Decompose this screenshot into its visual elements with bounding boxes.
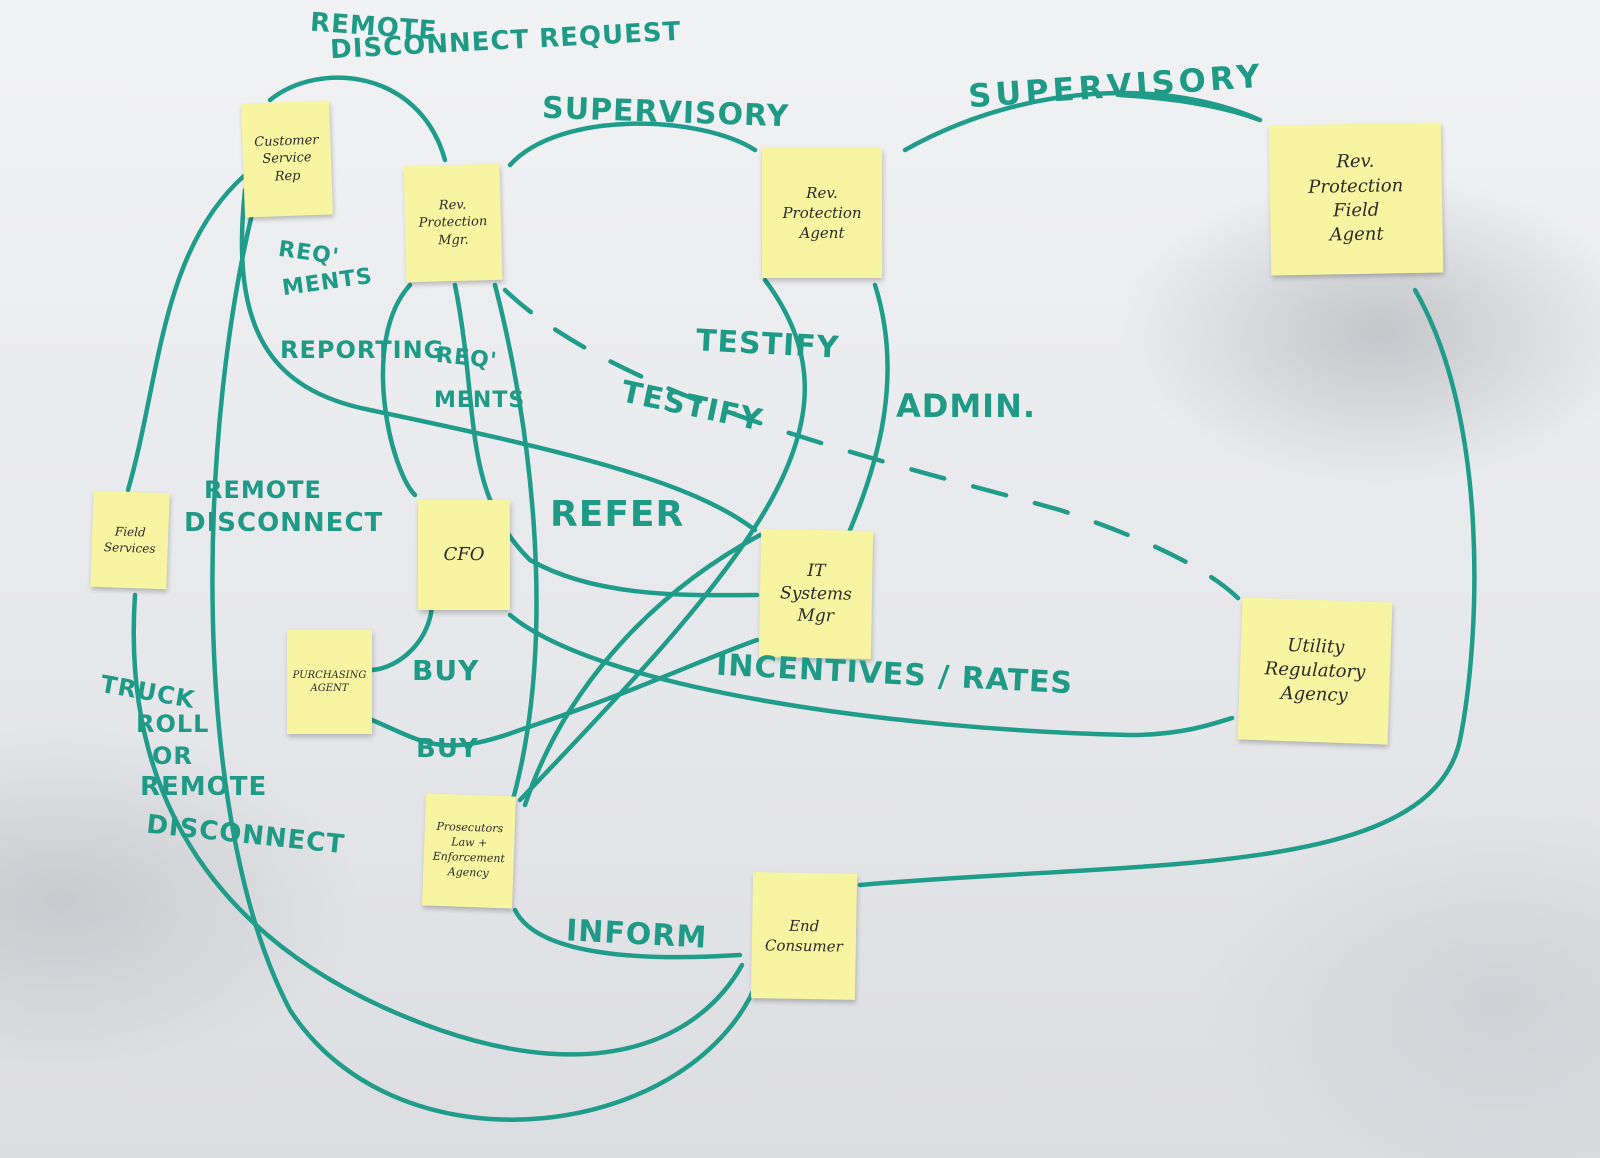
note-line: Law +: [451, 835, 488, 850]
edge-mgr-it: [452, 282, 760, 598]
edge-field-services-csr: [125, 172, 248, 493]
label-reqments-mid-2: MENTS: [434, 388, 526, 413]
note-line: Protection: [782, 203, 862, 222]
label-remote-disconnect-1: REMOTE: [204, 476, 322, 504]
label-refer: REFER: [550, 494, 685, 535]
note-rev-protection-mgr[interactable]: Rev. Protection Mgr.: [403, 163, 503, 283]
note-line: Protection: [418, 214, 488, 232]
edge-admin: [847, 282, 890, 533]
note-prosecutors[interactable]: Prosecutors Law + Enforcement Agency: [422, 793, 516, 909]
note-line: Agency: [447, 865, 489, 880]
note-end-consumer[interactable]: End Consumer: [750, 872, 858, 1000]
note-utility-regulatory-agency[interactable]: Utility Regulatory Agency: [1237, 597, 1393, 745]
note-line: PURCHASING: [292, 669, 367, 681]
note-line: Rev.: [1336, 151, 1375, 173]
note-customer-service-rep[interactable]: Customer Service Rep: [241, 100, 333, 218]
note-it-systems-mgr[interactable]: IT Systems Mgr: [758, 529, 874, 659]
note-line: Consumer: [764, 936, 843, 956]
note-line: Regulatory: [1264, 658, 1366, 683]
note-line: Protection: [1308, 174, 1404, 198]
label-supervisory-left: SUPERVISORY: [541, 90, 790, 135]
label-inform: INFORM: [565, 913, 709, 956]
edge-testify-dashed: [502, 287, 1243, 603]
label-remote-disconnect-2: DISCONNECT: [184, 508, 384, 538]
label-reporting: REPORTING: [280, 336, 445, 364]
note-line: Enforcement: [432, 849, 506, 866]
note-line: Services: [103, 540, 156, 556]
note-line: Mgr.: [437, 232, 469, 249]
note-line: CFO: [443, 543, 485, 565]
note-field-services[interactable]: Field Services: [90, 490, 170, 590]
note-cfo[interactable]: CFO: [418, 500, 510, 610]
note-line: IT: [807, 560, 826, 581]
note-rev-protection-field-agent[interactable]: Rev. Protection Field Agent: [1268, 122, 1444, 276]
note-line: Agent: [1329, 223, 1384, 246]
edge-incentives-rates: [507, 612, 1235, 738]
edge-buy-lower: [369, 637, 760, 748]
note-line: AGENT: [310, 683, 349, 694]
edge-remote-disconnect: [210, 187, 763, 1122]
label-admin: ADMIN.: [896, 387, 1037, 425]
label-truck-roll-4: REMOTE: [140, 772, 268, 802]
label-buy-upper: BUY: [412, 654, 480, 687]
label-truck-roll-2: ROLL: [136, 710, 210, 738]
label-testify-upper: TESTIFY: [695, 323, 841, 366]
edge-it-prosecutors: [522, 532, 763, 808]
label-buy-lower: BUY: [416, 734, 479, 764]
edge-refer: [492, 282, 539, 813]
edge-buy-upper: [369, 602, 435, 673]
note-line: Agency: [1280, 682, 1349, 707]
note-line: Field: [1332, 199, 1380, 222]
edge-mgr-cfo: [380, 282, 418, 498]
note-line: Mgr: [797, 606, 834, 627]
edge-testify-agent-prosecutors: [517, 277, 808, 803]
note-line: Service: [262, 150, 312, 168]
note-line: Utility: [1286, 634, 1345, 658]
note-line: Rep: [274, 168, 301, 185]
edge-remote-disconnect-request: [267, 75, 448, 163]
edge-inform: [512, 907, 743, 960]
note-line: Prosecutors: [436, 820, 504, 836]
edge-supervisory-left: [507, 121, 758, 168]
edge-field-agent-consumer: [857, 287, 1477, 888]
note-line: Agent: [799, 224, 845, 243]
label-truck-roll-3: OR: [152, 742, 193, 770]
note-line: Customer: [253, 132, 319, 150]
note-line: Rev.: [438, 197, 467, 214]
supervisory-underline: [1117, 92, 1263, 123]
note-line: Field: [114, 524, 146, 540]
edge-truck-roll: [131, 592, 745, 1057]
note-line: Rev.: [806, 183, 838, 202]
note-line: End: [788, 916, 820, 936]
note-purchasing-agent[interactable]: PURCHASING AGENT: [287, 630, 372, 734]
note-rev-protection-agent[interactable]: Rev. Protection Agent: [762, 148, 882, 278]
note-line: Systems: [779, 582, 853, 605]
